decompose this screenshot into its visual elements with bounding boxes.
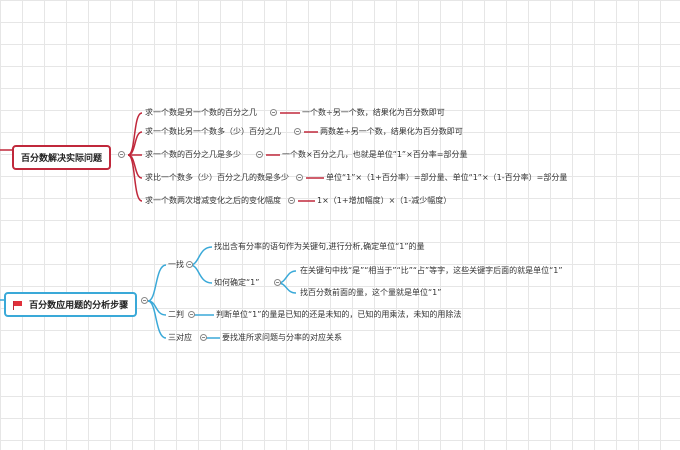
judge-detail[interactable]: 判断单位“1”的量是已知的还是未知的，已知的用乘法，未知的用除法 bbox=[216, 310, 462, 319]
collapse-toggle-step-match[interactable] bbox=[200, 334, 207, 341]
red-flag-icon bbox=[13, 301, 22, 310]
collapse-toggle-step-find[interactable] bbox=[186, 261, 193, 268]
determine-unit-before-percent[interactable]: 找百分数前面的量，这个量就是单位“1” bbox=[300, 288, 442, 297]
branch-node-5[interactable]: 求一个数两次增减变化之后的变化幅度 bbox=[145, 196, 281, 205]
branch-node-3[interactable]: 求一个数的百分之几是多少 bbox=[145, 150, 241, 159]
collapse-toggle-branch-4[interactable] bbox=[296, 174, 303, 181]
leaf-node-2[interactable]: 两数差÷另一个数，结果化为百分数即可 bbox=[320, 127, 463, 136]
branch-node-1[interactable]: 求一个数是另一个数的百分之几 bbox=[145, 108, 257, 117]
collapse-toggle-root-1[interactable] bbox=[118, 151, 125, 158]
leaf-node-1[interactable]: 一个数÷另一个数，结果化为百分数即可 bbox=[302, 108, 445, 117]
leaf-node-3[interactable]: 一个数×百分之几，也就是单位“1”×百分率=部分量 bbox=[282, 150, 468, 159]
root-node-analysis-steps[interactable]: 百分数应用题的分析步骤 bbox=[4, 292, 138, 317]
branch-node-4[interactable]: 求比一个数多（少）百分之几的数是多少 bbox=[145, 173, 289, 182]
find-child-determine-unit[interactable]: 如何确定“1” bbox=[214, 278, 260, 287]
step-node-judge[interactable]: 二判 bbox=[168, 310, 184, 319]
collapse-toggle-determine-unit[interactable] bbox=[274, 279, 281, 286]
collapse-toggle-step-judge[interactable] bbox=[188, 311, 195, 318]
match-detail[interactable]: 要找准所求问题与分率的对应关系 bbox=[222, 333, 342, 342]
step-node-find[interactable]: 一找 bbox=[168, 260, 184, 269]
branch-node-2[interactable]: 求一个数比另一个数多（少）百分之几 bbox=[145, 127, 281, 136]
leaf-node-4[interactable]: 单位“1”×（1+百分率）=部分量、单位“1”×（1-百分率）=部分量 bbox=[326, 173, 568, 182]
collapse-toggle-branch-1[interactable] bbox=[270, 109, 277, 116]
root-node-label: 百分数解决实际问题 bbox=[21, 154, 103, 164]
leaf-node-5[interactable]: 1×（1+增加幅度）×（1-减少幅度） bbox=[317, 196, 452, 205]
collapse-toggle-branch-3[interactable] bbox=[256, 151, 263, 158]
root-node-label: 百分数应用题的分析步骤 bbox=[29, 301, 129, 311]
root-node-percent-problems[interactable]: 百分数解决实际问题 bbox=[12, 145, 112, 170]
collapse-toggle-branch-2[interactable] bbox=[294, 128, 301, 135]
determine-unit-keywords[interactable]: 在关键句中找“是”“相当于”“比”“占”等字，这些关键字后面的就是单位“1” bbox=[300, 266, 563, 275]
collapse-toggle-root-2[interactable] bbox=[141, 297, 148, 304]
find-child-keyword-sentence[interactable]: 找出含有分率的语句作为关键句,进行分析,确定单位“1”的量 bbox=[214, 242, 425, 251]
step-node-match[interactable]: 三对应 bbox=[168, 333, 192, 342]
collapse-toggle-branch-5[interactable] bbox=[288, 197, 295, 204]
